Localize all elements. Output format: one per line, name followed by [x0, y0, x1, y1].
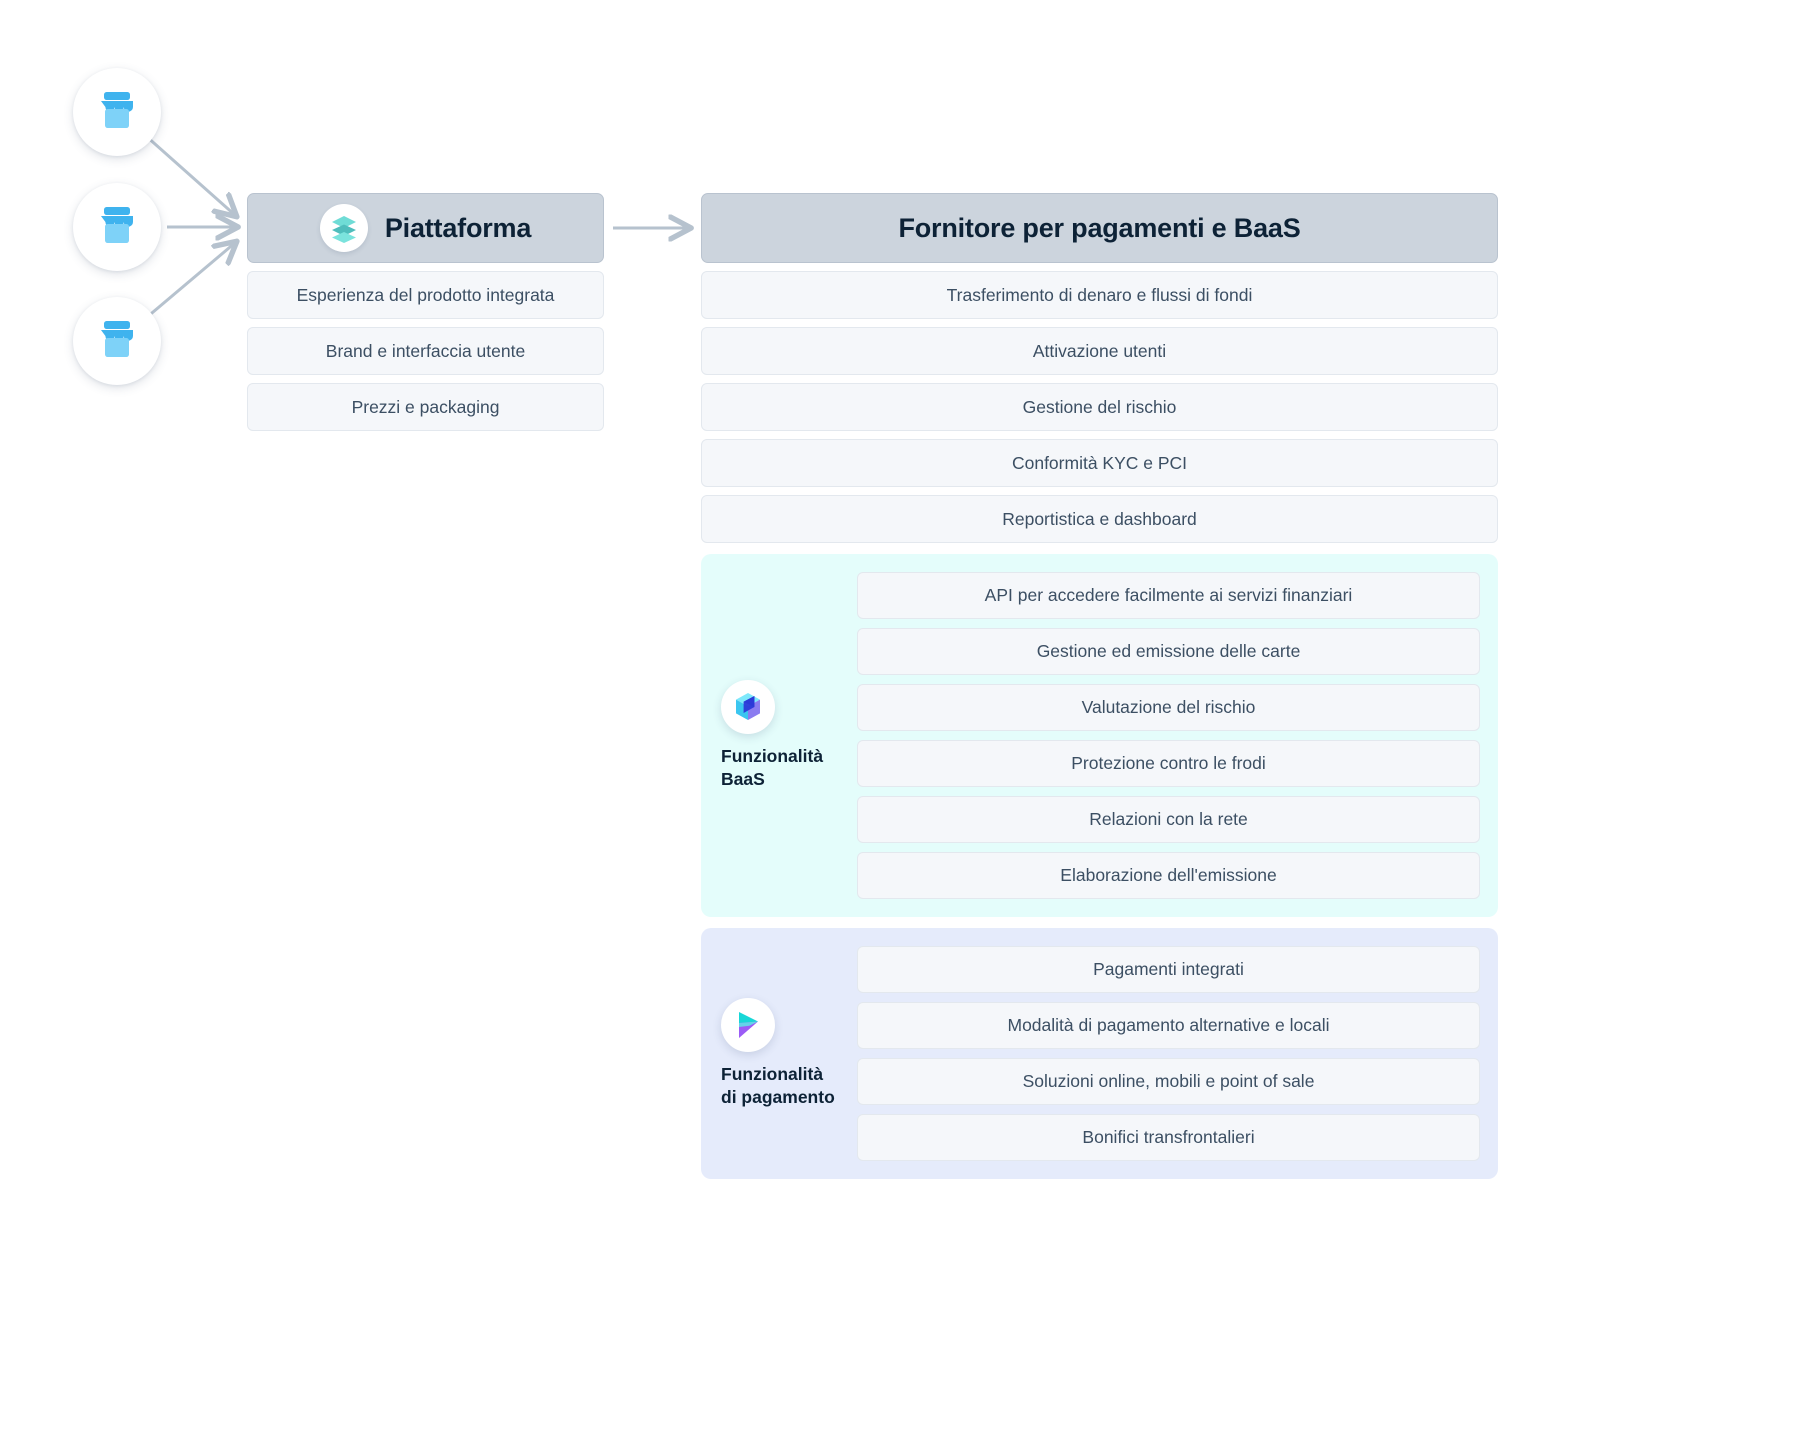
platform-item: Esperienza del prodotto integrata	[247, 271, 604, 319]
payment-group-label: Funzionalità di pagamento	[721, 1063, 835, 1110]
provider-item: Conformità KYC e PCI	[701, 439, 1498, 487]
baas-item: Relazioni con la rete	[857, 796, 1480, 843]
baas-item-label: Protezione contro le frodi	[1071, 753, 1266, 773]
payment-item-label: Modalità di pagamento alternative e loca…	[1007, 1015, 1330, 1035]
platform-item: Brand e interfaccia utente	[247, 327, 604, 375]
baas-item-label: Valutazione del rischio	[1081, 697, 1256, 717]
storefront-icon	[95, 205, 139, 250]
baas-item-label: Relazioni con la rete	[1089, 809, 1248, 829]
provider-item: Trasferimento di denaro e flussi di fond…	[701, 271, 1498, 319]
storefront-icon	[95, 319, 139, 364]
provider-item: Reportistica e dashboard	[701, 495, 1498, 543]
provider-header: Fornitore per pagamenti e BaaS	[701, 193, 1498, 263]
play-triangles-icon	[721, 997, 775, 1052]
cube-icon	[721, 679, 775, 734]
merchant-node-1	[73, 68, 161, 156]
layers-icon	[319, 204, 368, 252]
platform-title: Piattaforma	[384, 212, 532, 243]
payment-group-label-line1: Funzionalità	[721, 1063, 824, 1084]
platform-item: Prezzi e packaging	[247, 383, 604, 431]
storefront-icon	[95, 90, 139, 135]
provider-item-label: Reportistica e dashboard	[1002, 508, 1197, 529]
provider-item-label: Gestione del rischio	[1022, 396, 1177, 417]
provider-title: Fornitore per pagamenti e BaaS	[898, 212, 1301, 243]
payment-item-label: Pagamenti integrati	[1093, 959, 1244, 979]
baas-item-label: Elaborazione dell'emissione	[1060, 865, 1277, 885]
baas-group-items: API per accedere facilmente ai servizi f…	[857, 572, 1480, 899]
payment-item-label: Bonifici transfrontalieri	[1082, 1127, 1255, 1147]
platform-column: Piattaforma Esperienza del prodotto inte…	[247, 193, 604, 431]
payment-item: Soluzioni online, mobili e point of sale	[857, 1058, 1480, 1105]
payment-group-label-line2: di pagamento	[721, 1087, 835, 1107]
baas-group-label-line1: Funzionalità	[721, 745, 824, 766]
baas-item: Valutazione del rischio	[857, 684, 1480, 731]
baas-item-label: Gestione ed emissione delle carte	[1036, 641, 1301, 661]
provider-item-label: Conformità KYC e PCI	[1011, 452, 1188, 473]
baas-item: API per accedere facilmente ai servizi f…	[857, 572, 1480, 619]
payment-group-label-column: Funzionalità di pagamento	[701, 997, 857, 1110]
baas-item-label: API per accedere facilmente ai servizi f…	[984, 585, 1353, 605]
payment-functionality-group: Funzionalità di pagamento Pagamenti integ…	[701, 928, 1498, 1179]
platform-item-label: Brand e interfaccia utente	[325, 340, 526, 361]
provider-item: Attivazione utenti	[701, 327, 1498, 375]
platform-item-label: Prezzi e packaging	[351, 396, 500, 417]
baas-item: Protezione contro le frodi	[857, 740, 1480, 787]
provider-item-label: Trasferimento di denaro e flussi di fond…	[946, 284, 1253, 305]
baas-item: Gestione ed emissione delle carte	[857, 628, 1480, 675]
provider-column: Fornitore per pagamenti e BaaS Trasferim…	[701, 193, 1498, 1179]
provider-item: Gestione del rischio	[701, 383, 1498, 431]
baas-item: Elaborazione dell'emissione	[857, 852, 1480, 899]
provider-item-label: Attivazione utenti	[1032, 340, 1167, 361]
platform-header: Piattaforma	[247, 193, 604, 263]
payment-item-label: Soluzioni online, mobili e point of sale	[1022, 1071, 1315, 1091]
baas-group-label-line2: BaaS	[721, 769, 765, 789]
payment-item: Bonifici transfrontalieri	[857, 1114, 1480, 1161]
payment-item: Pagamenti integrati	[857, 946, 1480, 993]
payment-item: Modalità di pagamento alternative e loca…	[857, 1002, 1480, 1049]
merchant-node-2	[73, 183, 161, 271]
platform-item-label: Esperienza del prodotto integrata	[296, 284, 555, 305]
payment-group-items: Pagamenti integrati Modalità di pagament…	[857, 946, 1480, 1161]
merchant-node-3	[73, 297, 161, 385]
